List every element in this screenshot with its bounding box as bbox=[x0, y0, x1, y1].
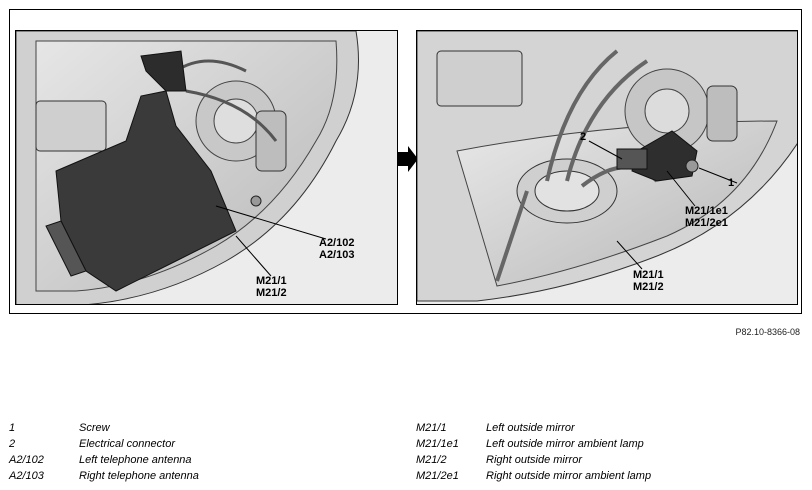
left-mirror-drawing bbox=[16, 31, 397, 304]
legend-desc: Left outside mirror ambient lamp bbox=[486, 438, 644, 450]
legend-desc: Right telephone antenna bbox=[79, 470, 199, 482]
legend-desc: Left outside mirror bbox=[486, 422, 575, 434]
legend-key: M21/1 bbox=[416, 422, 447, 434]
figure-frame: A2/102 A2/103 M21/1 M21/2 bbox=[9, 9, 802, 314]
legend-item: M21/2 Right outside mirror bbox=[416, 452, 651, 468]
callout-antenna-a: A2/102 bbox=[319, 237, 355, 249]
arrow-right-icon bbox=[398, 146, 418, 172]
legend-item: A2/103 Right telephone antenna bbox=[9, 468, 199, 484]
legend-item: 2 Electrical connector bbox=[9, 436, 199, 452]
legend-left: 1 Screw 2 Electrical connector A2/102 Le… bbox=[9, 420, 199, 484]
callout-lamp-a: M21/1e1 bbox=[685, 205, 728, 217]
legend-key: A2/103 bbox=[9, 470, 44, 482]
callout-mirror-b: M21/2 bbox=[633, 281, 664, 293]
callout-lamp-b: M21/2e1 bbox=[685, 217, 728, 229]
right-illustration-panel: 2 1 M21/1e1 M21/2e1 M21/1 M21/2 bbox=[416, 30, 798, 305]
legend-item: M21/2e1 Right outside mirror ambient lam… bbox=[416, 468, 651, 484]
legend-key: M21/1e1 bbox=[416, 438, 459, 450]
legend-desc: Screw bbox=[79, 422, 110, 434]
legend-key: A2/102 bbox=[9, 454, 44, 466]
callout-connector: 2 bbox=[580, 131, 587, 143]
callout-antenna-b: A2/103 bbox=[319, 249, 355, 261]
callout-mirror-a: M21/1 bbox=[633, 269, 664, 281]
legend-desc: Right outside mirror ambient lamp bbox=[486, 470, 652, 482]
legend-desc: Left telephone antenna bbox=[79, 454, 192, 466]
legend-desc: Right outside mirror bbox=[486, 454, 582, 466]
legend-key: 1 bbox=[9, 422, 16, 434]
legend-item: M21/1 Left outside mirror bbox=[416, 420, 651, 436]
legend-item: A2/102 Left telephone antenna bbox=[9, 452, 199, 468]
legend-right: M21/1 Left outside mirror M21/1e1 Left o… bbox=[416, 420, 651, 484]
legend-item: M21/1e1 Left outside mirror ambient lamp bbox=[416, 436, 651, 452]
left-illustration-panel: A2/102 A2/103 M21/1 M21/2 bbox=[15, 30, 398, 305]
right-mirror-drawing bbox=[417, 31, 797, 304]
legend-desc: Electrical connector bbox=[79, 438, 175, 450]
legend-key: 2 bbox=[9, 438, 16, 450]
legend-key: M21/2e1 bbox=[416, 470, 459, 482]
figure-reference: P82.10-8366-08 bbox=[735, 327, 800, 337]
legend-item: 1 Screw bbox=[9, 420, 199, 436]
legend-key: M21/2 bbox=[416, 454, 447, 466]
callout-screw: 1 bbox=[728, 177, 735, 189]
callout-mirror-a: M21/1 bbox=[256, 275, 287, 287]
callout-mirror-b: M21/2 bbox=[256, 287, 287, 299]
